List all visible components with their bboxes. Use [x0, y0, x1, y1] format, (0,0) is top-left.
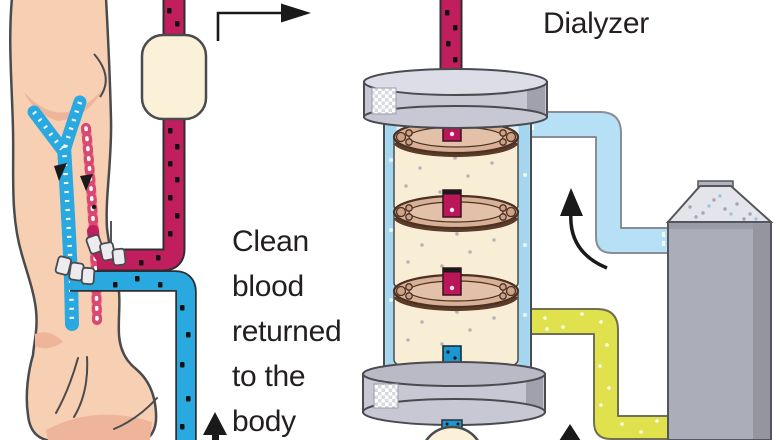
clean-blood-label: Clean blood returned to the body [232, 219, 342, 440]
tank-lid [665, 185, 774, 223]
clean-blood-line: body [232, 405, 296, 438]
tank-speckles [688, 194, 758, 221]
dialysate-tank [665, 180, 774, 440]
disc-specks [404, 156, 496, 346]
dialyzer-unit [362, 68, 548, 440]
dialyzer-top-cap [363, 68, 548, 129]
arterial-tube [97, 0, 184, 270]
dialyzer-label: Dialyzer [543, 7, 649, 40]
artery [81, 123, 102, 325]
fresh-dialysate-pipe [529, 111, 669, 254]
finger-line [73, 356, 89, 418]
blood-pump-chamber [140, 33, 208, 121]
membrane-discs [393, 136, 519, 375]
patient-arm [9, 0, 158, 440]
vessel-flow-arrows [54, 163, 93, 191]
impurity-dots [445, 10, 458, 63]
clean-blood-line: blood [232, 270, 304, 303]
used-dialysate-pipe [529, 308, 669, 440]
clean-blood-line: returned [232, 315, 342, 348]
dialyzer-bottom-cap [362, 361, 546, 426]
fistula-vessels [27, 95, 102, 331]
dialysate-specks [543, 312, 659, 434]
fist-shade [46, 414, 152, 440]
clean-blood-line: Clean [232, 225, 309, 258]
finger-line [55, 357, 79, 414]
tank-top-band [669, 223, 770, 229]
vessel-clamps [54, 234, 127, 286]
arm-body [9, 0, 158, 440]
venous-tube [70, 272, 195, 440]
casing-right-wall [518, 111, 530, 392]
casing-left-wall [385, 111, 397, 392]
return-flow-arrow [203, 412, 227, 440]
casing-specks [389, 158, 527, 317]
elbow-crease-line [93, 53, 107, 98]
bottom-flow-arrow [559, 424, 581, 440]
clean-blood-line: to the [232, 360, 306, 393]
dialysate-flow-arrow [560, 188, 608, 270]
thumb-line [113, 397, 158, 430]
flow-arrow-top [216, 3, 311, 41]
drip-chamber [425, 425, 479, 440]
wrist-shade [35, 332, 63, 349]
tank-right-shade [753, 224, 770, 439]
elbow-shade [24, 90, 102, 121]
